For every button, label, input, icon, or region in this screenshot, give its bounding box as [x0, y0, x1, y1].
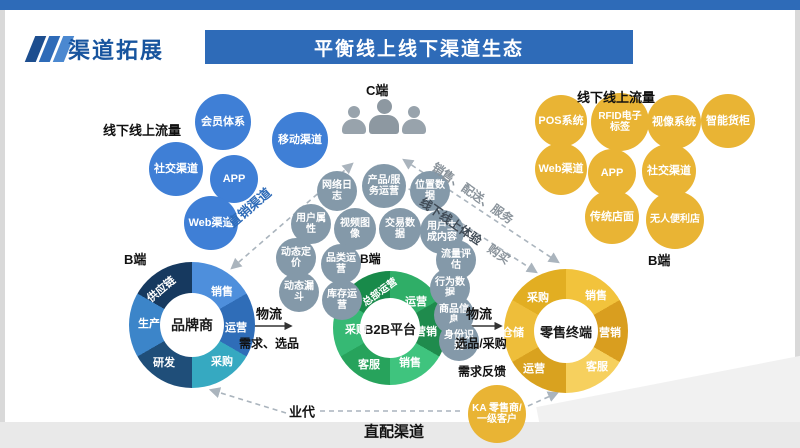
channel-circle-gold: POS系统 [535, 95, 587, 147]
left-edge-strip [0, 0, 5, 448]
agent-label: 业代 [288, 404, 316, 420]
right-b-label: B端 [648, 253, 671, 268]
donut-segment-label: 营销 [599, 327, 621, 339]
data-bubble: 产品/服务运营 [362, 164, 406, 208]
page-title: 渠道拓展 [68, 38, 165, 63]
consumers-icon [342, 99, 426, 134]
donut-segment-label: 生产 [138, 318, 160, 330]
platform-donut-center: B2B平台 [360, 298, 420, 358]
channel-circle-gold: 传统店面 [585, 190, 639, 244]
donut-segment-label: 运营 [225, 322, 247, 334]
right-logistics-label: 物流 [465, 306, 493, 322]
person-icon [369, 99, 399, 134]
data-bubble: 库存运营 [322, 280, 362, 320]
donut-segment-label: 销售 [585, 290, 607, 302]
donut-segment-label: 采购 [211, 356, 233, 368]
c-side-label: C端 [366, 83, 389, 98]
purchase-edge-label: 购买 [484, 241, 513, 268]
left-flow-label: 线下线上流量 [103, 123, 182, 138]
center-b-label: B端 [360, 252, 381, 266]
brand-donut-center: 品牌商 [160, 293, 224, 357]
left-demand-label: 需求、选品 [238, 336, 300, 351]
right-flow-label: 线下线上流量 [577, 90, 656, 105]
channel-circle-blue: Web渠道 [184, 196, 238, 250]
brand-donut: 品牌商 [129, 262, 255, 388]
data-bubble: 网络日志 [317, 171, 357, 211]
channel-circle-blue: 社交渠道 [149, 142, 203, 196]
retail-donut: 零售终端 [504, 269, 628, 393]
donut-segment-label: 仓储 [502, 327, 524, 339]
channel-circle-gold: APP [588, 149, 636, 197]
channel-circle-gold: RFID电子标签 [591, 93, 649, 151]
donut-segment-label: 研发 [153, 357, 175, 369]
ka-customer-circle: KA 零售商/一级客户 [468, 385, 526, 443]
right-selection-label: 选品/采购 [455, 336, 507, 351]
data-bubble: 动态漏斗 [279, 272, 319, 312]
data-bubble: 交易数据 [379, 208, 421, 250]
left-b-label: B端 [124, 252, 147, 267]
person-icon [342, 106, 366, 134]
channel-circle-blue: 会员体系 [195, 94, 251, 150]
donut-segment-label: 运营 [523, 363, 545, 375]
person-icon [402, 106, 426, 134]
donut-segment-label: 客服 [586, 361, 608, 373]
logo-slashes-icon [24, 36, 75, 62]
left-logistics-label: 物流 [255, 306, 283, 322]
donut-segment-label: 采购 [527, 292, 549, 304]
donut-segment-label: 采购 [345, 324, 367, 336]
channel-circle-gold: 社交渠道 [642, 144, 696, 198]
bottom-strip [0, 422, 800, 448]
data-bubble: 品类运营 [321, 244, 361, 284]
right-feedback-label: 需求反馈 [457, 364, 507, 379]
donut-segment-label: 客服 [358, 359, 380, 371]
banner-title: 平衡线上线下渠道生态 [205, 30, 633, 64]
top-bar [0, 0, 800, 10]
donut-segment-label: 营销 [415, 326, 437, 338]
donut-segment-label: 销售 [399, 357, 421, 369]
donut-segment-label: 运营 [405, 296, 427, 308]
right-edge-strip [795, 0, 800, 448]
channel-circle-gold: 智能货柜 [701, 94, 755, 148]
direct-distribution-label: 直配渠道 [363, 423, 425, 441]
channel-circle-blue: 移动渠道 [272, 112, 328, 168]
retail-donut-center: 零售终端 [534, 299, 598, 363]
channel-circle-gold: 无人便利店 [646, 191, 704, 249]
donut-segment-label: 销售 [211, 286, 233, 298]
channel-circle-gold: 视像系统 [647, 95, 701, 149]
channel-circle-gold: Web渠道 [535, 143, 587, 195]
